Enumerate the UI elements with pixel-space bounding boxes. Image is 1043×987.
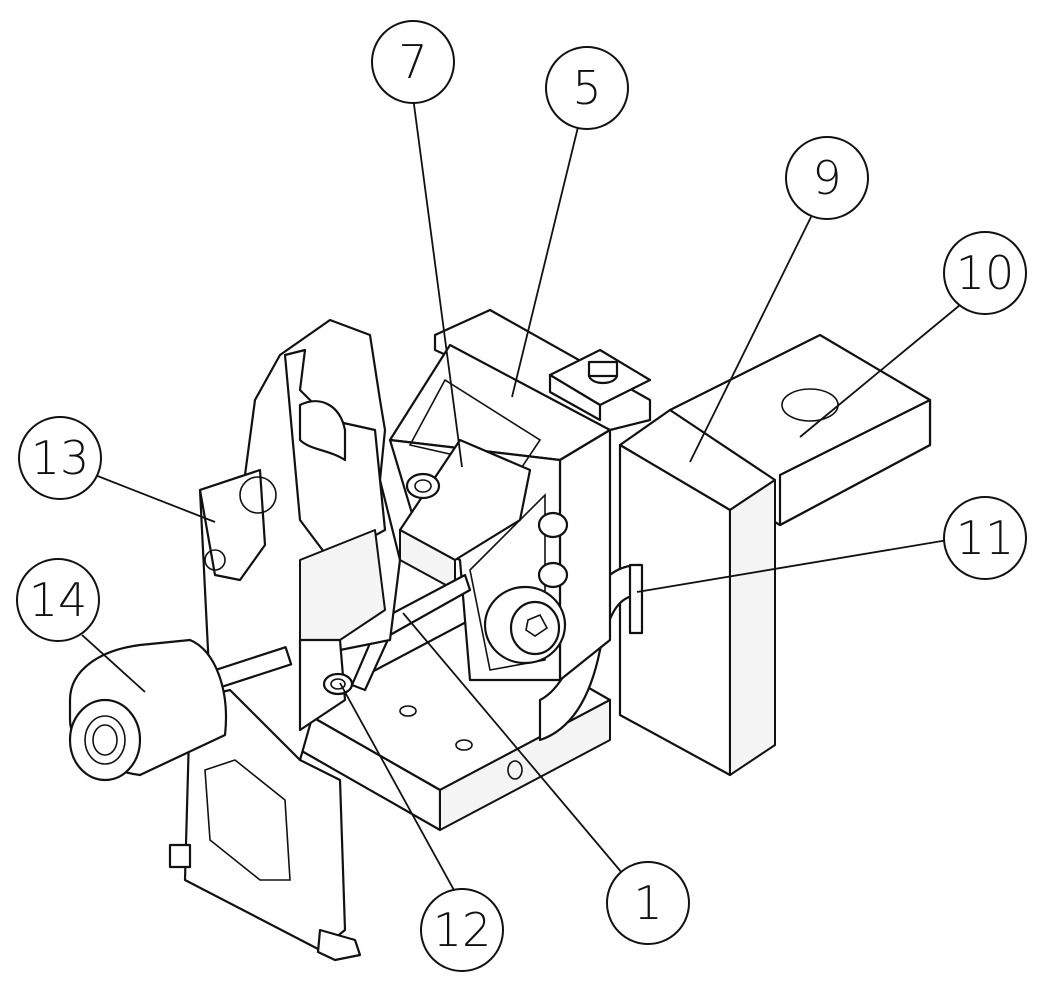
leader-7 xyxy=(412,96,463,468)
callout-14: 14 xyxy=(16,558,100,642)
callout-11: 11 xyxy=(943,496,1027,580)
part-14-roller xyxy=(68,638,293,782)
callout-7: 7 xyxy=(371,20,455,104)
leader-9 xyxy=(689,214,813,463)
callout-12: 12 xyxy=(420,888,504,972)
leader-13 xyxy=(94,474,216,523)
part-9-vertical-block xyxy=(618,408,777,777)
part-13-gripper-arm xyxy=(168,318,402,962)
leader-12 xyxy=(339,682,456,893)
leader-lines xyxy=(81,96,961,893)
callout-5: 5 xyxy=(545,46,629,130)
part-7-inner-block xyxy=(398,438,532,591)
callout-13-label: 13 xyxy=(31,431,90,485)
leader-10 xyxy=(799,304,961,438)
leader-14 xyxy=(81,634,146,693)
top-clamp-bolt xyxy=(548,348,652,422)
callout-7-label: 7 xyxy=(398,35,427,89)
leader-1 xyxy=(402,612,629,881)
callout-10-label: 10 xyxy=(956,246,1015,300)
callout-13: 13 xyxy=(18,416,102,500)
callout-10: 10 xyxy=(943,231,1027,315)
callout-9: 9 xyxy=(785,136,869,220)
callout-9-label: 9 xyxy=(812,151,841,205)
callout-11-label: 11 xyxy=(956,511,1015,565)
callout-1-label: 1 xyxy=(633,876,662,930)
callout-5-label: 5 xyxy=(572,61,601,115)
callout-14-label: 14 xyxy=(29,573,88,627)
leader-5 xyxy=(511,126,579,398)
leader-11 xyxy=(636,539,949,593)
callout-12-label: 12 xyxy=(433,903,492,957)
callout-1: 1 xyxy=(606,861,690,945)
